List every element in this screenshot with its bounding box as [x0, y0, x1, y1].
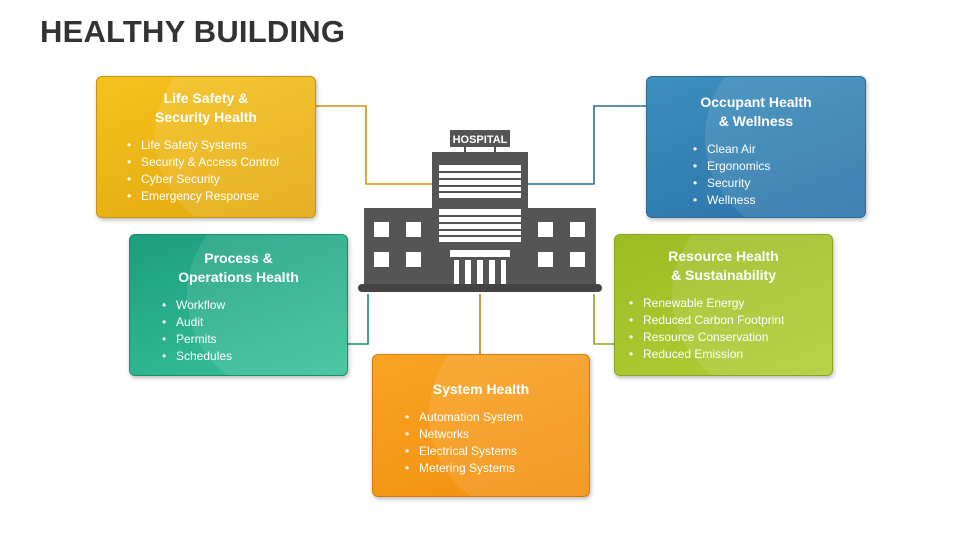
list-item: Networks — [405, 426, 589, 443]
occupant-health-list: Clean Air Ergonomics Security Wellness — [693, 141, 865, 209]
resource-sustainability-list: Renewable Energy Reduced Carbon Footprin… — [629, 295, 832, 363]
occupant-health-title: Occupant Health & Wellness — [700, 94, 812, 129]
page-title: HEALTHY BUILDING — [40, 14, 346, 49]
system-health-card: System Health Automation System Networks… — [372, 354, 590, 497]
list-item: Renewable Energy — [629, 295, 832, 312]
list-item: Workflow — [162, 297, 347, 314]
life-safety-card: Life Safety & Security Health Life Safet… — [96, 76, 316, 218]
occupant-health-card: Occupant Health & Wellness Clean Air Erg… — [646, 76, 866, 218]
process-operations-title: Process & Operations Health — [178, 250, 299, 285]
list-item: Schedules — [162, 348, 347, 365]
list-item: Security — [693, 175, 865, 192]
process-operations-card: Process & Operations Health Workflow Aud… — [129, 234, 348, 376]
list-item: Ergonomics — [693, 158, 865, 175]
list-item: Automation System — [405, 409, 589, 426]
system-health-title: System Health — [432, 381, 530, 397]
connector-process — [346, 294, 369, 345]
list-item: Metering Systems — [405, 460, 589, 477]
list-item: Security & Access Control — [127, 154, 315, 171]
list-item: Clean Air — [693, 141, 865, 158]
life-safety-list: Life Safety Systems Security & Access Co… — [127, 137, 315, 205]
resource-sustainability-title: Resource Health & Sustainability — [668, 248, 779, 283]
list-item: Resource Conservation — [629, 329, 832, 346]
hospital-sign: HOSPITAL — [453, 134, 508, 146]
list-item: Wellness — [693, 192, 865, 209]
list-item: Life Safety Systems — [127, 137, 315, 154]
list-item: Emergency Response — [127, 188, 315, 205]
process-operations-list: Workflow Audit Permits Schedules — [162, 297, 347, 365]
list-item: Permits — [162, 331, 347, 348]
system-health-list: Automation System Networks Electrical Sy… — [405, 409, 589, 477]
resource-sustainability-card: Resource Health & Sustainability Renewab… — [614, 234, 833, 376]
list-item: Reduced Emission — [629, 346, 832, 363]
connector-occupant — [528, 105, 646, 185]
connector-life-safety — [314, 105, 432, 185]
connector-resource — [593, 294, 614, 345]
list-item: Electrical Systems — [405, 443, 589, 460]
list-item: Reduced Carbon Footprint — [629, 312, 832, 329]
life-safety-title: Life Safety & Security Health — [155, 90, 257, 125]
list-item: Cyber Security — [127, 171, 315, 188]
list-item: Audit — [162, 314, 347, 331]
hospital-building-icon: HOSPITAL — [358, 130, 602, 292]
